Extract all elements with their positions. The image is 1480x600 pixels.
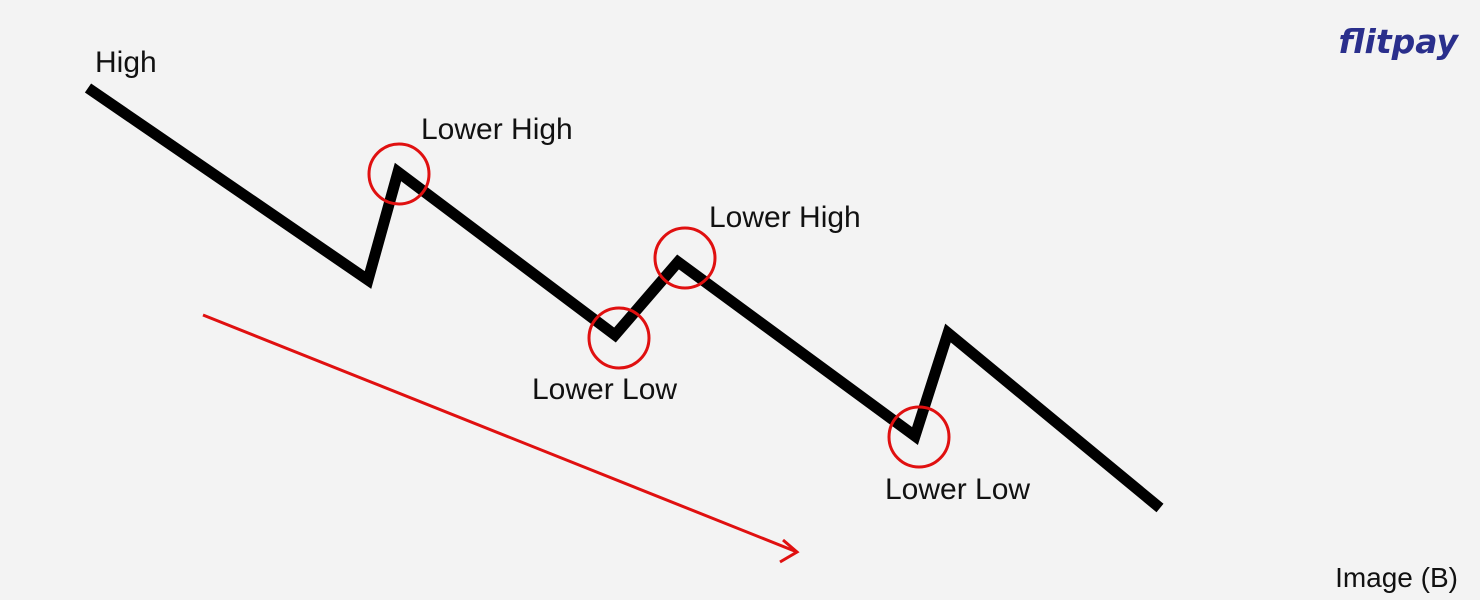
trend-arrow-shaft [202, 313, 798, 554]
label-lower-high-1: Lower High [421, 113, 573, 146]
lower-high-marker-1 [367, 142, 431, 206]
lower-low-marker-1 [587, 306, 651, 370]
lower-low-marker-2 [887, 405, 951, 469]
lower-high-marker-2 [653, 226, 717, 290]
flitpay-logo: flitpay [1339, 22, 1460, 61]
price-line [84, 83, 1164, 513]
trend-arrow-head [779, 538, 800, 564]
label-lower-high-2: Lower High [709, 201, 861, 234]
label-lower-low-1: Lower Low [532, 373, 677, 406]
image-caption: Image (B) [1335, 562, 1458, 593]
label-high: High [95, 46, 157, 79]
label-lower-low-2: Lower Low [885, 473, 1030, 506]
